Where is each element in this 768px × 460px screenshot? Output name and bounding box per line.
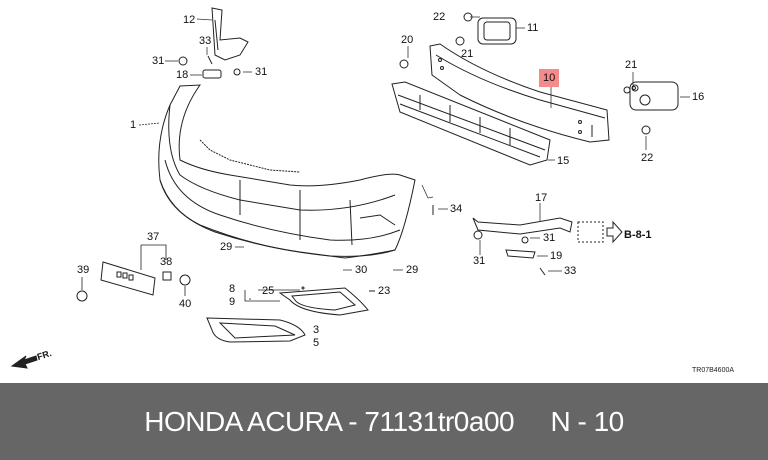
- bumper-face-part[interactable]: [158, 84, 416, 259]
- callout-39[interactable]: 39: [77, 264, 90, 276]
- callout-18[interactable]: 18: [176, 69, 189, 81]
- callout-20[interactable]: 20: [401, 34, 414, 46]
- callout-33-top[interactable]: 33: [199, 35, 212, 47]
- callout-33-bottom[interactable]: 33: [564, 265, 577, 277]
- callout-29-left[interactable]: 29: [220, 241, 233, 253]
- side-bracket-12[interactable]: [211, 7, 249, 76]
- mount-bracket-16[interactable]: [623, 81, 679, 135]
- diagram-drawing: [10, 7, 690, 369]
- callout-17[interactable]: 17: [535, 192, 548, 204]
- bumper-beam-part[interactable]: [429, 43, 610, 143]
- callout-40[interactable]: 40: [179, 298, 192, 310]
- callout-12[interactable]: 12: [183, 14, 196, 26]
- callout-38[interactable]: 38: [160, 256, 173, 268]
- drawing-code: TR07B4600A: [692, 367, 735, 374]
- bracket-line-37: [140, 244, 167, 270]
- callout-25[interactable]: 25: [262, 285, 275, 297]
- spacer-19[interactable]: [505, 249, 536, 259]
- callout-31-left[interactable]: 31: [152, 55, 165, 67]
- callout-16[interactable]: 16: [692, 91, 705, 103]
- callout-19[interactable]: 19: [550, 250, 563, 262]
- callout-15[interactable]: 15: [557, 155, 570, 167]
- footer-separator: -: [341, 405, 365, 437]
- callout-8[interactable]: 8: [229, 283, 236, 295]
- callout-29-right[interactable]: 29: [406, 264, 419, 276]
- screw-33-right[interactable]: [539, 267, 546, 276]
- fog-light-garnish-8-9[interactable]: [278, 286, 369, 316]
- bolt-20[interactable]: [399, 59, 409, 69]
- side-bracket-17[interactable]: [472, 217, 573, 244]
- callout-34[interactable]: 34: [450, 203, 463, 215]
- reference-box: [577, 221, 604, 243]
- garnish-3-5[interactable]: [206, 317, 306, 343]
- callout-21-right[interactable]: 21: [625, 59, 638, 71]
- reference-label[interactable]: B-8-1: [624, 229, 652, 241]
- bracket-line-25: [244, 289, 300, 302]
- callout-3[interactable]: 3: [313, 324, 320, 336]
- footer-caption: HONDA ACURA - 71131tr0a00 N - 10: [144, 406, 624, 438]
- callout-31-right[interactable]: 31: [543, 232, 556, 244]
- footer-bar: HONDA ACURA - 71131tr0a00 N - 10: [0, 383, 768, 460]
- callout-31-top[interactable]: 31: [255, 66, 268, 78]
- callout-37[interactable]: 37: [147, 231, 160, 243]
- clip-38[interactable]: [162, 271, 172, 281]
- footer-part-number: 71131tr0a00: [364, 405, 515, 437]
- nut-40[interactable]: [179, 274, 191, 286]
- footer-gap: [514, 406, 550, 437]
- cap-39[interactable]: [76, 290, 88, 302]
- reference-arrow-icon: [606, 220, 623, 244]
- absorber-part[interactable]: [391, 81, 551, 166]
- license-plate-base-37[interactable]: [100, 261, 156, 296]
- footer-brand: HONDA ACURA: [144, 405, 342, 437]
- callout-22-bottom[interactable]: 22: [641, 152, 654, 164]
- callout-1[interactable]: 1: [130, 119, 137, 131]
- callout-21-top[interactable]: 21: [461, 48, 474, 60]
- spacer-18[interactable]: [202, 69, 222, 79]
- callout-5[interactable]: 5: [313, 337, 320, 349]
- callout-11[interactable]: 11: [527, 22, 539, 34]
- callout-9[interactable]: 9: [229, 296, 236, 308]
- footer-position: N - 10: [550, 405, 625, 437]
- mount-bracket-11[interactable]: [455, 12, 517, 46]
- callout-23[interactable]: 23: [378, 285, 391, 297]
- parts-diagram: 1 12 33 31 18 31 22 11 20 21 10 15 21 16…: [10, 7, 735, 374]
- front-direction-arrow-icon: [10, 355, 38, 369]
- callout-10-highlighted[interactable]: 10: [539, 69, 560, 87]
- callout-31-bottom[interactable]: 31: [473, 255, 486, 267]
- screw-31-left[interactable]: [178, 56, 188, 66]
- clip-33-top[interactable]: [207, 55, 213, 65]
- callout-30[interactable]: 30: [355, 264, 368, 276]
- callout-22-top[interactable]: 22: [433, 11, 446, 23]
